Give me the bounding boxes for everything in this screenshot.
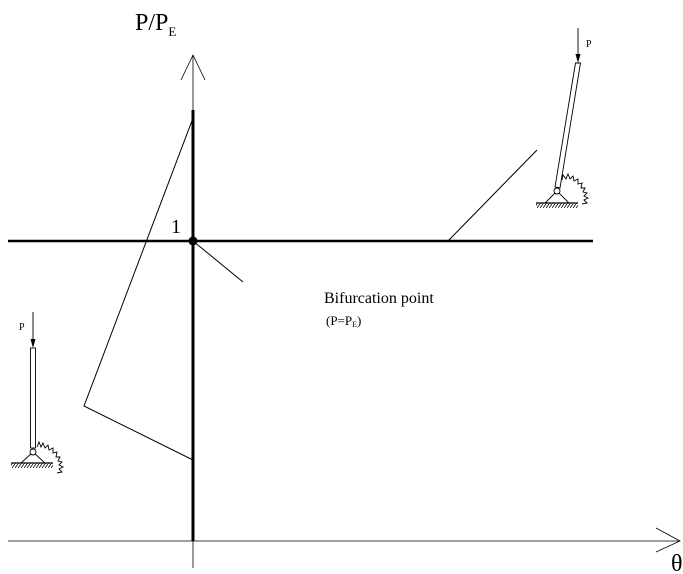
tilted-column-model: P [536,28,592,208]
rotational-spring-icon [561,172,590,205]
right-load-label: P [586,39,592,50]
left-load-label: P [19,322,25,333]
leader-line-bifurcation [192,240,244,283]
leader-line-right-model [447,149,538,242]
equilibrium-paths [8,110,593,541]
y-axis-label: P/PE [135,10,176,39]
load-arrowhead-icon [30,339,36,348]
bifurcation-label: Bifurcation point [324,290,434,307]
straight-column-model: P [11,312,65,474]
leader-line-left-model [83,117,194,461]
hinge-icon [29,448,37,456]
y-axis-arrowhead [180,54,206,81]
hinge-icon [553,187,561,195]
x-axis-arrowhead [655,527,681,553]
leader-lines [83,117,538,461]
axes [8,54,681,568]
load-arrowhead-icon [575,54,581,63]
x-axis-label: θ [671,551,683,574]
rotational-spring-icon [36,440,65,474]
ground-hatch-icon [536,203,578,208]
ground-hatch-icon [11,463,53,468]
bifurcation-condition: (P=PE) [326,313,361,329]
unit-marker-label: 1 [171,216,181,238]
column-bar [554,62,582,189]
column-bar [30,347,36,449]
